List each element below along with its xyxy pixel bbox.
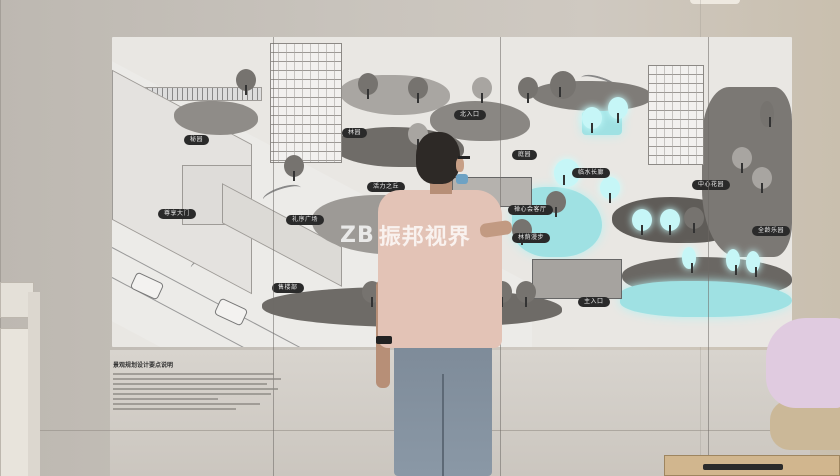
head — [416, 132, 460, 184]
entrance-pavilion — [532, 259, 622, 299]
bonsai-garden — [174, 101, 258, 135]
notes-line — [113, 383, 267, 385]
tree-icon — [732, 147, 752, 173]
map-label-vitality[interactable]: 活力之丘 — [367, 182, 406, 192]
notes-line — [113, 378, 281, 380]
notes-line — [113, 393, 271, 395]
face-mask — [456, 174, 468, 184]
map-label-waterside[interactable]: 临水长廊 — [572, 168, 611, 178]
lit-tree-icon — [582, 107, 602, 133]
map-label-play-area[interactable]: 全龄乐园 — [752, 226, 791, 236]
map-label-south-entrance[interactable]: 主入口 — [578, 297, 610, 307]
notes-line — [113, 373, 274, 375]
tree-icon — [472, 77, 492, 103]
tree-icon — [236, 69, 256, 95]
design-notes-block: 景观规划设计要点说明 — [113, 360, 288, 413]
map-label-sales-center[interactable]: 售楼部 — [272, 283, 304, 293]
lit-tree-icon — [726, 249, 740, 275]
tree-icon — [284, 155, 304, 181]
tool-icon — [703, 464, 783, 470]
jeans — [394, 334, 492, 476]
map-label-grove[interactable]: 林园 — [342, 128, 368, 138]
tree-icon — [408, 77, 428, 103]
watermark-text: 振邦视界 — [378, 225, 471, 250]
map-label-center-garden[interactable]: 中心花园 — [692, 180, 731, 190]
lit-tree-icon — [600, 177, 620, 203]
lit-tree-icon — [660, 209, 680, 235]
ear — [456, 158, 464, 172]
pants — [770, 400, 840, 450]
glasses-icon — [458, 156, 470, 159]
lit-tree-icon — [608, 97, 628, 123]
shirt — [766, 318, 840, 408]
wristwatch-icon — [376, 336, 392, 344]
lit-tree-icon — [746, 251, 760, 277]
map-label-main-gate[interactable]: 尊享大门 — [158, 209, 197, 219]
person-touching-wall — [372, 130, 513, 476]
watermark-logo: ZB — [340, 222, 375, 248]
crouching-person — [766, 318, 840, 450]
map-label-east-garden[interactable]: 庭园 — [512, 150, 538, 160]
water-projection — [620, 281, 792, 317]
tree-icon — [684, 207, 704, 233]
notes-line — [113, 398, 218, 400]
tree-icon — [516, 281, 536, 307]
notes-line — [113, 403, 260, 405]
watermark: ZB 振邦视界 — [340, 219, 471, 251]
lit-tree-icon — [632, 209, 652, 235]
lit-tree-icon — [682, 247, 696, 273]
display-shelf — [0, 272, 42, 476]
map-label-ceremony-plaza[interactable]: 礼序广场 — [286, 215, 325, 225]
tree-icon — [550, 71, 576, 99]
tree-icon — [358, 73, 378, 99]
cardboard-box — [664, 455, 840, 476]
tree-icon — [760, 101, 774, 127]
right-arm — [479, 219, 513, 239]
ceiling-light — [690, 0, 740, 4]
lawn — [340, 75, 450, 115]
residential-tower — [648, 65, 704, 165]
map-label-north-entrance[interactable]: 北入口 — [454, 110, 486, 120]
map-label-garden[interactable]: 秘园 — [184, 135, 210, 145]
residential-tower — [270, 43, 342, 163]
wall-seam — [0, 0, 1, 476]
panel-seam — [273, 37, 274, 476]
notes-line — [113, 408, 236, 410]
map-label-lounge[interactable]: 禅心会客厅 — [508, 205, 553, 215]
map-label-bridge[interactable]: 林荫漫步 — [512, 233, 551, 243]
tree-icon — [752, 167, 772, 193]
notes-line — [113, 388, 278, 390]
panel-seam — [708, 37, 709, 476]
tshirt — [378, 190, 502, 348]
tree-icon — [518, 77, 538, 103]
notes-title: 景观规划设计要点说明 — [113, 362, 174, 369]
